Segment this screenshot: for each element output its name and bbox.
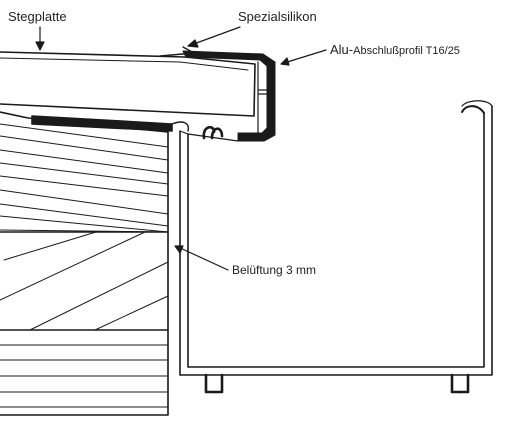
sheet-label: Stegplatte (8, 9, 67, 24)
profile-label-prefix: Alu- (330, 42, 354, 57)
leader-lines (35, 26, 327, 271)
silicone-label: Spezialsilikon (238, 9, 317, 24)
profile-clips (202, 125, 470, 394)
carrier-profile (179, 100, 493, 376)
ventilation-label: Belüftung 3 mm (232, 263, 317, 277)
twin-wall-sheet (0, 51, 256, 117)
profile-label-name: Abschlußprofil T16/25 (353, 45, 460, 57)
wooden-beam (0, 111, 169, 416)
sealing-gasket (31, 115, 189, 132)
aluminium-end-profile (182, 50, 276, 142)
profile-label: Alu-Abschlußprofil T16/25 (330, 42, 460, 57)
